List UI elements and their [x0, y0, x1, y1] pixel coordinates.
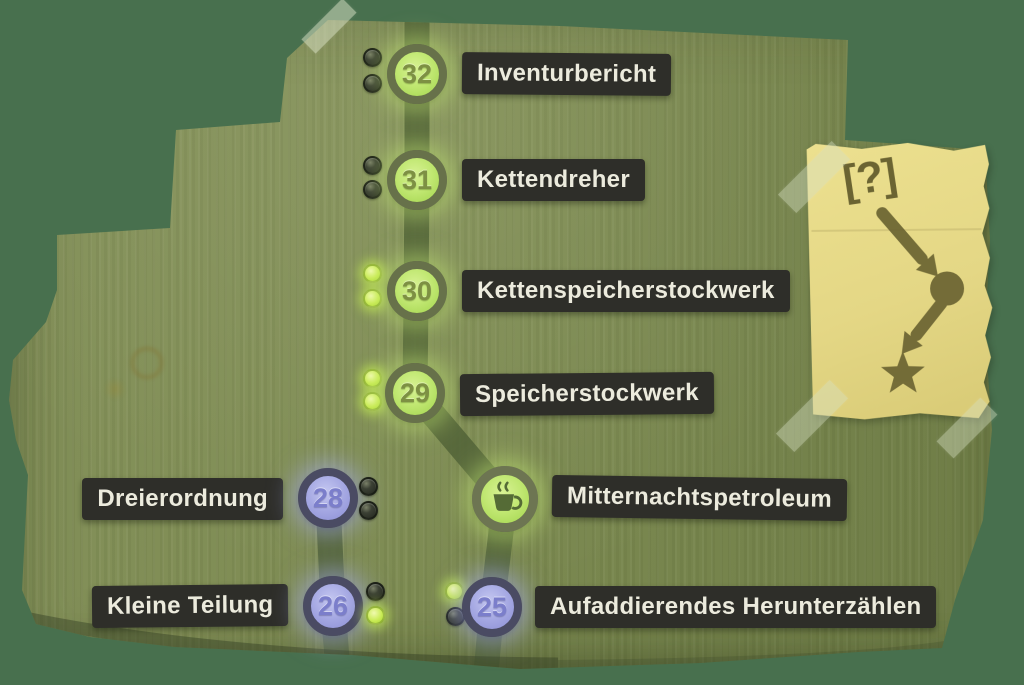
board-stain: [103, 378, 127, 400]
level-label-31[interactable]: Kettendreher: [462, 159, 645, 201]
arrow-head: [915, 253, 938, 277]
level-node-26[interactable]: 26: [303, 576, 363, 636]
challenge-dot: [363, 48, 382, 67]
challenge-dot: [363, 180, 382, 199]
main-track: [402, 20, 518, 669]
level-node-31[interactable]: 31: [387, 150, 447, 210]
level-node-28[interactable]: 28: [298, 468, 358, 528]
level-number: 31: [401, 164, 433, 195]
arrow-head: [901, 330, 923, 354]
challenge-dot: [445, 582, 464, 601]
arrow-down-left-icon: [910, 297, 948, 341]
hint-note[interactable]: [?]: [807, 142, 994, 420]
challenge-dot: [366, 582, 385, 601]
level-label-26[interactable]: Kleine Teilung: [91, 583, 289, 629]
level-label-29[interactable]: Speicherstockwerk: [459, 371, 715, 417]
level-label-28[interactable]: Dreierordnung: [82, 478, 283, 520]
challenge-dot: [363, 289, 382, 308]
level-label-30[interactable]: Kettenspeicherstockwerk: [462, 270, 790, 312]
level-node-29[interactable]: 29: [385, 363, 445, 423]
level-node-25[interactable]: 25: [462, 577, 522, 637]
level-node-30[interactable]: 30: [387, 261, 447, 321]
challenge-dot: [363, 392, 382, 411]
board-stain: [128, 345, 166, 381]
map-node-icon: [930, 271, 965, 306]
level-node-32[interactable]: 32: [387, 44, 447, 104]
challenge-dot: [363, 74, 382, 93]
level-node-coffee-break[interactable]: [472, 466, 538, 532]
level-number: 26: [317, 590, 349, 621]
note-drawing: [876, 207, 965, 393]
challenge-dot: [359, 477, 378, 496]
level-label-coffee-break[interactable]: Mitternachtspetroleum: [551, 474, 848, 522]
challenge-dot: [359, 501, 378, 520]
level-number: 32: [401, 58, 433, 89]
level-number: 29: [399, 377, 431, 408]
challenge-dot: [363, 264, 382, 283]
challenge-dot: [363, 369, 382, 388]
challenge-dot: [363, 156, 382, 175]
challenge-dot: [366, 606, 385, 625]
level-number: 28: [312, 482, 344, 513]
star-icon: [881, 350, 925, 393]
arrow-down-right-icon: [876, 207, 928, 265]
level-number: 30: [401, 275, 433, 306]
board-edge-shade-right: [557, 641, 946, 668]
level-label-32[interactable]: Inventurbericht: [461, 52, 672, 96]
level-label-25[interactable]: Aufaddierendes Herunterzählen: [535, 586, 937, 628]
coffee-icon: [493, 481, 523, 511]
level-number: 25: [476, 591, 508, 622]
